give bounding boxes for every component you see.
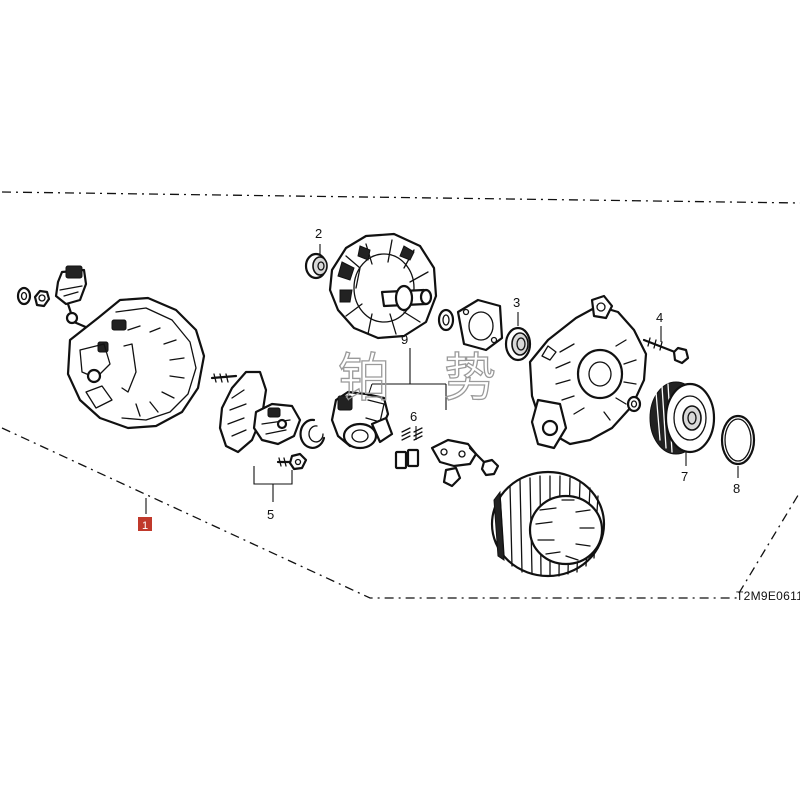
pulley: [649, 381, 716, 455]
callout-8: 8: [733, 481, 740, 496]
watermark-char-left: 铂: [338, 349, 390, 409]
callout-1: 1: [142, 520, 148, 532]
o-ring: [720, 414, 756, 466]
terminal-plate: [430, 438, 478, 488]
callout-1-box: [138, 517, 152, 531]
leader-5: [253, 466, 293, 502]
snap-ring: [299, 418, 326, 449]
bearing-3: [504, 326, 532, 362]
bolt-center: [468, 446, 500, 477]
rectifier-assembly: [218, 370, 302, 454]
washer-small-left: [16, 286, 32, 306]
washer-front: [626, 395, 642, 413]
callout-7: 7: [681, 469, 688, 484]
callout-6: 6: [410, 409, 417, 424]
callout-4: 4: [656, 310, 663, 325]
bolt-5: [276, 452, 308, 471]
bearing-retainer-plate: [456, 298, 504, 352]
watermark-char-right: 势: [444, 349, 496, 409]
leader-9: [367, 348, 447, 410]
callout-3: 3: [513, 295, 520, 310]
callout-9: 9: [401, 332, 408, 347]
diagram-code: T2M9E0611: [736, 589, 800, 603]
rear-housing: [66, 296, 206, 430]
stator: [490, 470, 606, 578]
brush-springs: [394, 427, 423, 470]
bearing-2: [304, 252, 328, 280]
terminal-connector: [54, 265, 90, 330]
assembly-boundary: [1, 191, 800, 599]
front-housing: [528, 294, 648, 450]
small-bolt-left: [210, 373, 238, 383]
callout-2: 2: [315, 226, 322, 241]
bearing-spacer: [437, 308, 455, 332]
brush-holder: [330, 390, 394, 450]
callout-5: 5: [267, 507, 274, 522]
nut-small-left: [33, 289, 51, 308]
rotor-assembly: [328, 232, 438, 340]
bolt-4: [642, 337, 690, 365]
